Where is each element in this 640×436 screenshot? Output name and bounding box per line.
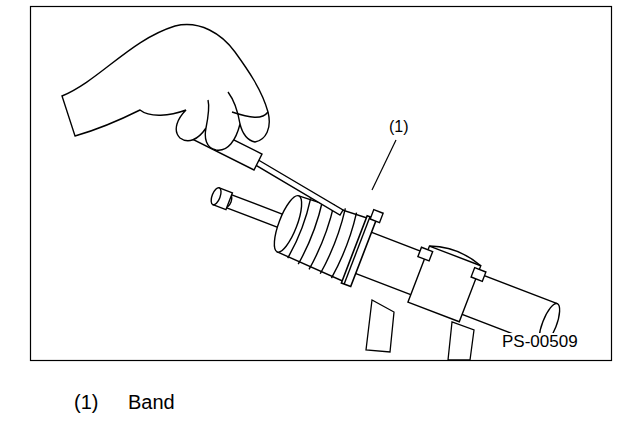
legend-number: (1) xyxy=(74,391,98,413)
hand xyxy=(62,25,269,151)
leader-line xyxy=(372,140,396,190)
frame xyxy=(31,7,612,361)
steering-gearbox xyxy=(199,154,571,361)
figure-code: PS-00509 xyxy=(500,333,580,352)
callout-number: (1) xyxy=(387,118,411,136)
part-name: Band xyxy=(128,391,175,413)
